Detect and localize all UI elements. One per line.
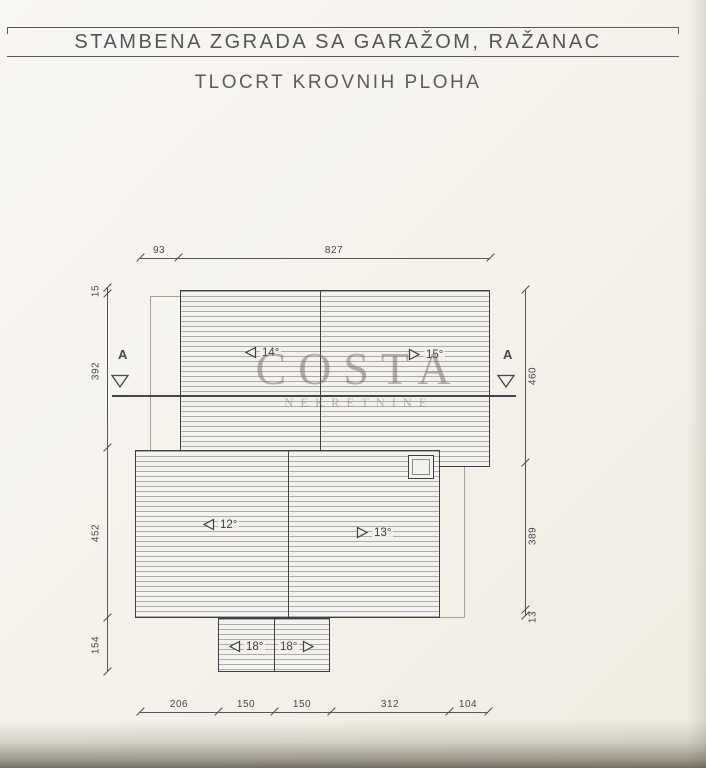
main-roof-plane	[135, 450, 440, 618]
section-label-left: A	[118, 347, 128, 362]
dimension-value: 452	[90, 523, 102, 543]
slope-label: 13°	[372, 526, 394, 539]
header-rule-tick-left	[7, 27, 8, 34]
slope-label: 12°	[218, 518, 240, 531]
drawing-title: STAMBENA ZGRADA SA GARAŽOM, RAŽANAC	[74, 31, 602, 53]
main-roof-ridge-line	[287, 451, 289, 617]
section-arrow-right-icon	[496, 374, 516, 389]
slope-marker-main-right: 13°	[356, 526, 394, 539]
slope-arrow-left-icon	[202, 518, 215, 531]
dimension-value: 392	[90, 361, 102, 381]
dimension-value: 154	[90, 635, 102, 655]
dimension-value: 13	[527, 610, 539, 624]
slope-label: 14°	[260, 346, 282, 359]
header-top-rule	[7, 27, 679, 28]
dimension-line-bottom	[140, 712, 488, 713]
dimension-value: 206	[169, 699, 189, 710]
dimension-line-right	[525, 290, 526, 616]
slope-marker-main-left: 12°	[202, 518, 240, 531]
header-bottom-rule	[7, 56, 679, 57]
slope-marker-upper-left: 14°	[244, 346, 282, 359]
slope-arrow-right-icon	[303, 640, 315, 653]
dimension-value: 460	[527, 366, 539, 386]
scan-bottom-shadow	[0, 720, 706, 768]
dimension-value: 93	[152, 245, 166, 256]
dimension-value: 104	[458, 699, 478, 710]
dimension-value: 827	[324, 245, 344, 256]
dimension-value: 15	[90, 284, 102, 298]
dimension-line-left	[107, 288, 108, 672]
slope-label: 18°	[278, 640, 300, 653]
drawing-subtitle: TLOCRT KROVNIH PLOHA	[194, 72, 482, 93]
dimension-value: 312	[380, 699, 400, 710]
header-rule-tick-right	[678, 27, 679, 34]
upper-roof-ridge-line	[319, 291, 321, 466]
slope-marker-porch-left: 18°	[228, 640, 266, 653]
slope-arrow-left-icon	[244, 346, 257, 359]
slope-marker-porch-right: 18°	[278, 640, 315, 653]
dimension-value: 389	[527, 526, 539, 546]
section-label-right: A	[503, 347, 513, 362]
slope-arrow-right-icon	[408, 348, 421, 361]
dimension-value: 150	[292, 699, 312, 710]
dimension-value: 150	[236, 699, 256, 710]
slope-arrow-right-icon	[356, 526, 369, 539]
chimney	[408, 455, 434, 479]
upper-roof-plane	[180, 290, 490, 467]
section-line	[112, 395, 516, 397]
slope-marker-upper-right: 15°	[408, 348, 446, 361]
slope-label: 18°	[244, 640, 266, 653]
porch-roof-ridge-line	[274, 619, 275, 671]
slope-arrow-left-icon	[228, 640, 241, 653]
scan-edge-shade	[688, 0, 706, 768]
section-arrow-left-icon	[110, 374, 130, 389]
dimension-line-top	[140, 258, 490, 259]
slope-label: 15°	[424, 348, 446, 361]
